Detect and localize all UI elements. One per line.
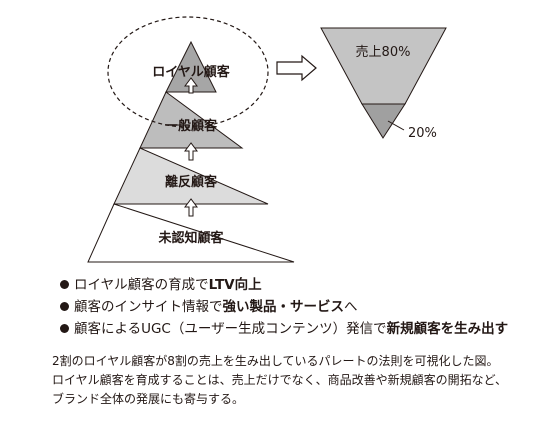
bullet-dot-icon (60, 324, 69, 333)
caption-line: ロイヤル顧客を育成することは、売上だけでなく、商品改善や新規顧客の開拓など、 (52, 373, 508, 387)
pareto-diagram: ロイヤル顧客 一般顧客 離反顧客 未認知顧客 売上80% 20% (87, 16, 447, 263)
bullet-dot-icon (60, 280, 69, 289)
bullet-emphasis: 新規顧客を生み出す (386, 321, 509, 337)
funnel-top-label: 売上80% (356, 44, 411, 60)
funnel-top-80 (320, 27, 447, 105)
up-arrow-icon (184, 142, 198, 161)
caption-line: ブランド全体の発展にも寄与する。 (52, 392, 245, 406)
figure-caption: 2割のロイヤル顧客が8割の売上を生み出しているパレートの法則を可視化した図。 ロ… (52, 352, 532, 409)
funnel-bottom-20 (361, 103, 406, 139)
caption-line: 2割のロイヤル顧客が8割の売上を生み出しているパレートの法則を可視化した図。 (52, 354, 499, 368)
bullet-emphasis: 強い製品・サービス (222, 299, 345, 315)
up-arrow-icon (184, 198, 198, 217)
bullet-text: 顧客によるUGC（ユーザー生成コンテンツ）発信で (74, 321, 387, 337)
tier-label-general: 一般顧客 (165, 118, 218, 134)
bullet-item: 顧客によるUGC（ユーザー生成コンテンツ）発信で新規顧客を生み出す (60, 318, 540, 340)
tier-label-unaware: 未認知顧客 (157, 230, 224, 246)
funnel-leader-line (387, 120, 405, 131)
bullet-text: ロイヤル顧客の育成で (74, 277, 209, 293)
loyal-highlight-ellipse (107, 16, 269, 128)
tier-label-loyal: ロイヤル顧客 (152, 64, 231, 80)
bullet-tail: へ (344, 299, 358, 315)
bullet-text: 顧客のインサイト情報で (74, 299, 223, 315)
tier-label-churned: 離反顧客 (165, 174, 218, 190)
pyramid-tier-unaware (87, 203, 295, 263)
funnel-bottom-label: 20% (408, 126, 437, 141)
bullet-item: ロイヤル顧客の育成でLTV向上 (60, 274, 540, 296)
bullet-emphasis: LTV向上 (208, 277, 262, 293)
right-arrow-icon (276, 54, 317, 82)
bullet-dot-icon (60, 302, 69, 311)
up-arrow-icon (184, 77, 198, 94)
bullet-list: ロイヤル顧客の育成でLTV向上 顧客のインサイト情報で強い製品・サービスへ 顧客… (60, 274, 540, 340)
bullet-item: 顧客のインサイト情報で強い製品・サービスへ (60, 296, 540, 318)
